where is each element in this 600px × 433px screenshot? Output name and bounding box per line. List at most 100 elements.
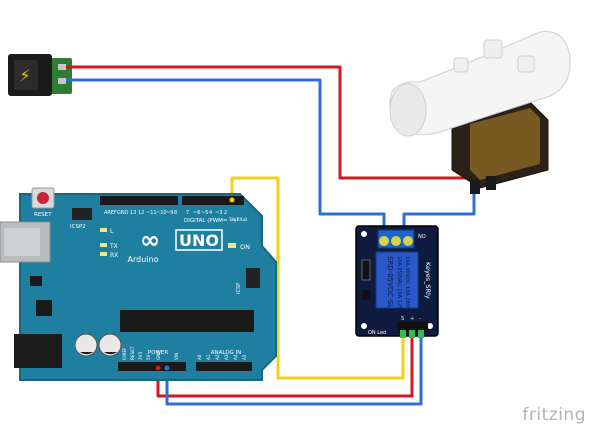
capacitor-2-mark [104,352,117,355]
digital-header-left [100,196,178,205]
relay-mount-hole-br [427,323,433,329]
pin-5-label: ~5 [201,210,208,216]
arduino-brand-label: Arduino [128,255,159,264]
valve-coil-gold [470,108,540,180]
reset-pin-label: RESET [130,346,135,360]
pin-11-label: ~11 [146,210,157,216]
pin-3-label: ~3 [215,210,222,216]
5v-connection [155,365,161,371]
relay-brand-label: Keyes_SRly [424,262,432,299]
analog-header [196,362,252,371]
relay-rating-1: 10A 250VAC 10A 125VAC [396,256,402,320]
relay-pin-minus-label: - [419,316,421,322]
icsp-label: ICSP [236,283,242,294]
terminal-screw-1[interactable] [379,236,389,246]
wire-gnd-blue[interactable] [165,336,423,406]
jack-pad-bottom [58,78,66,84]
led-l [100,228,107,232]
pin-0-label: RX◂0 [237,217,248,222]
a1-label: A1 [206,354,211,360]
analog-pin-labels: A0 A1 A2 A3 A4 A5 [197,354,247,360]
led-rx [100,252,107,256]
valve-terminal-2 [486,176,496,190]
board-outline [19,193,277,381]
valve-boss-2 [517,55,535,73]
a5-label: A5 [242,354,247,360]
icsp2-header [72,208,92,220]
pin-8-label: 8 [174,210,177,216]
terminal-screw-2[interactable] [391,236,401,246]
led-on [228,243,236,248]
led-on-label: ON [240,243,250,251]
analog-label: ANALOG IN [211,350,242,356]
relay-rating-2: 10A 30VDC 10A 28VDC [404,256,410,315]
jack-pad-top [58,64,66,70]
digital-label: DIGITAL (PWM= ~) [184,218,236,224]
reset-label: RESET [34,212,52,218]
relay-transistor [362,290,370,300]
led-l-label: L [110,228,114,235]
relay-module: NO SRD-05VDC-SL-C 10A 250VAC 10A 125VAC … [355,225,439,338]
power-label: POWER [148,350,169,356]
arduino-logo-mark: ∞ [140,226,160,254]
relay-cube-text: SRD-05VDC-SL-C 10A 250VAC 10A 125VAC 10A… [386,256,410,320]
uno-badge [175,229,223,251]
3v3-label: 3V3 [138,351,143,360]
relay-pin-plus[interactable] [409,330,415,338]
terminal-screw-3[interactable] [403,236,413,246]
dc-barrel-jack [14,334,62,368]
pin-1-label: TX▸1 [228,217,239,222]
ioref-label: IOREF [122,347,127,360]
valve-boss-1 [483,39,503,59]
icsp2-label: ICSP2 [70,224,86,230]
jack-face [14,60,38,90]
relay-on-led-label: ON Led [368,330,386,336]
arduino-uno-board: RESET ICSP2 13 12 ~11 ~10 ~9 8 7 ~6 ~5 4… [0,187,277,381]
pin2-connection [229,197,235,203]
power-pin-labels: IOREF RESET 3V3 5V GND VIN [122,346,179,360]
terminal-no-label: NO [418,234,426,240]
relay-mount-hole-tl [361,231,367,237]
wire-jack-to-relay-blue[interactable] [66,78,386,240]
pin-6-label: ~6 [193,210,200,216]
digital-header-right [182,196,244,205]
solenoid-valve [389,31,571,194]
fritzing-watermark: fritzing [522,405,586,425]
capacitor-1-mark [80,352,93,355]
relay-cube [375,251,419,309]
pin-4-label: 4 [209,210,212,216]
pin-12-label: 12 [138,210,144,216]
pin-7-label: 7 [186,210,189,216]
relay-part-number: SRD-05VDC-SL-C [386,256,394,315]
vin-label: VIN [174,353,179,360]
icsp-header [246,268,260,288]
power-header [118,362,186,371]
capacitor-1 [74,333,98,357]
gnd-connection [164,365,170,371]
reset-button-cap[interactable] [37,192,49,204]
small-chip-2 [30,276,42,286]
a2-label: A2 [215,354,220,360]
valve-outlet [389,83,427,137]
gnd-power-label: GND [156,350,161,360]
gnd-top-label: GND [117,210,129,216]
aref-label: AREF [104,210,117,216]
usb-inner [4,228,40,256]
relay-pin-header [398,322,428,332]
valve-boss-3 [453,57,469,73]
relay-diode [361,259,371,281]
small-chip [36,300,52,316]
a4-label: A4 [233,354,238,360]
relay-pin-plus-label: + [410,316,414,322]
arduino-logo: ∞ UNO Arduino [128,226,223,264]
dc-power-jack: ⚡ [8,54,72,96]
relay-pin-minus[interactable] [418,330,424,338]
pin-13-label: 13 [130,210,136,216]
wire-signal-yellow[interactable] [230,176,405,380]
wire-5v-red[interactable] [156,336,414,398]
relay-mount-hole-bl [361,323,367,329]
capacitor-2 [98,333,122,357]
relay-pin-s-label: S [401,316,404,322]
relay-pin-s[interactable] [400,330,406,338]
valve-terminal-1 [470,180,480,194]
